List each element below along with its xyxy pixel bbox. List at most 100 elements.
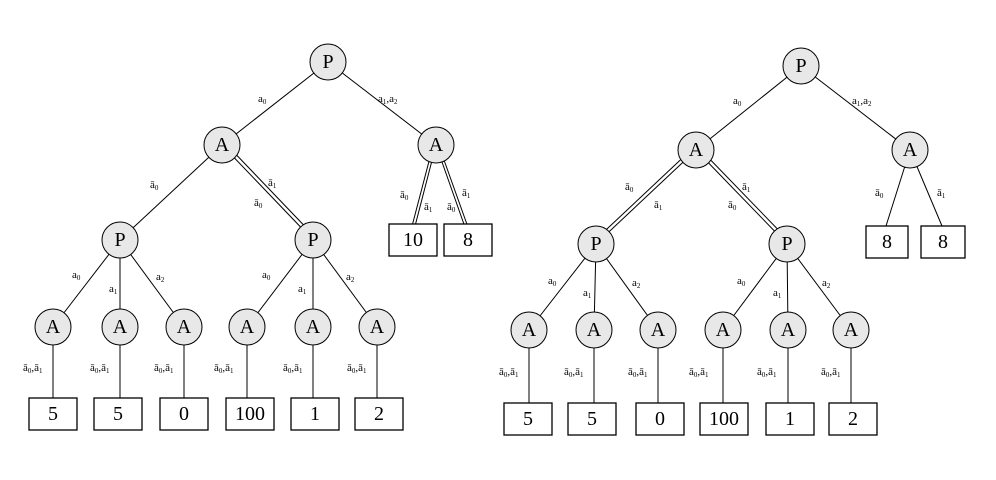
leaf-value: 8 bbox=[463, 229, 473, 251]
edge-label-r-abar0: ā0 bbox=[400, 189, 409, 202]
edge-label-leaf: ā0,ā1 bbox=[757, 366, 777, 379]
edge-label-leaf: ā0,ā1 bbox=[499, 366, 519, 379]
edge-label-p-a0: a0 bbox=[548, 275, 557, 288]
edge-label-p2-a0: a0 bbox=[737, 275, 746, 288]
leaf-value: 5 bbox=[587, 408, 597, 430]
leaf-bottom-1: 5 bbox=[93, 397, 143, 431]
node-a-l3-0: A bbox=[34, 308, 72, 346]
leaf-bottom-0: 5 bbox=[28, 397, 78, 431]
node-p-left: P bbox=[101, 221, 139, 259]
node-p-right-label: P bbox=[781, 233, 792, 255]
node-label: A bbox=[844, 319, 859, 341]
edge-label-p2-a2: a2 bbox=[822, 277, 831, 290]
left-tree: P A A P P A A A A A A 10 8 bbox=[23, 43, 493, 431]
node-a-l3-2: A bbox=[165, 308, 203, 346]
node-label: A bbox=[370, 316, 385, 338]
leaf-bottom-5: 2 bbox=[828, 402, 878, 436]
edge-a-to-p-right-double bbox=[699, 148, 792, 244]
node-label: A bbox=[46, 316, 61, 338]
edge-label-abar0: ā0 bbox=[625, 181, 634, 194]
leaf-value: 8 bbox=[882, 231, 892, 253]
edge-label-p-a0: a0 bbox=[72, 269, 81, 282]
edge-label-leaf: ā0,ā1 bbox=[347, 362, 367, 375]
edge-label-p-a1: a1 bbox=[583, 287, 592, 300]
edge-label-r-abar1: ā1 bbox=[937, 187, 946, 200]
edge-label-a0: a0 bbox=[733, 95, 742, 108]
leaf-bottom-4: 1 bbox=[290, 397, 340, 431]
leaf-value: 0 bbox=[179, 403, 189, 425]
leaf-8b: 8 bbox=[920, 225, 966, 259]
edge-label-abar1: ā1 bbox=[654, 199, 663, 212]
edge-root-to-a-right bbox=[327, 61, 437, 146]
edge-label-a1a2: a1,a2 bbox=[852, 95, 872, 108]
edge-a-to-p-left bbox=[595, 149, 697, 245]
node-a-l3-1: A bbox=[101, 308, 139, 346]
edge-label-p2-a1: a1 bbox=[298, 283, 307, 296]
leaf-8a: 8 bbox=[865, 225, 909, 259]
node-a-right-label: A bbox=[903, 139, 918, 161]
leaf-bottom-3: 100 bbox=[225, 397, 275, 431]
node-label: A bbox=[113, 316, 128, 338]
node-label: A bbox=[587, 319, 602, 341]
node-a-left-label: A bbox=[689, 139, 704, 161]
edge-label-r-abar0: ā0 bbox=[875, 187, 884, 200]
edge-label-a0: a0 bbox=[258, 93, 267, 106]
leaf-value: 5 bbox=[113, 403, 123, 425]
node-a-right: A bbox=[417, 126, 455, 164]
leaf-bottom-2: 0 bbox=[159, 397, 209, 431]
node-label: A bbox=[240, 316, 255, 338]
edge-label-leaf: ā0,ā1 bbox=[154, 362, 174, 375]
leaf-bottom-1: 5 bbox=[567, 402, 617, 436]
leaf-value: 100 bbox=[235, 403, 265, 425]
edge-label-leaf: ā0,ā1 bbox=[214, 362, 234, 375]
edge-root-to-a-left bbox=[695, 65, 802, 151]
leaf-bottom-2: 0 bbox=[635, 402, 685, 436]
edge-label-p2-a0: a0 bbox=[262, 269, 271, 282]
leaf-value: 5 bbox=[48, 403, 58, 425]
leaf-value: 8 bbox=[938, 231, 948, 253]
right-tree: P A A P P A A A A A A 8 8 5 5 0 100 1 2 … bbox=[499, 47, 966, 436]
node-p-left: P bbox=[577, 225, 615, 263]
edge-label-r-abar1b: ā1 bbox=[462, 187, 471, 200]
node-root: P bbox=[309, 43, 347, 81]
node-root: P bbox=[782, 47, 820, 85]
node-a-left-label: A bbox=[215, 134, 230, 156]
node-p-right: P bbox=[294, 221, 332, 259]
edge-label-abar1: ā1 bbox=[268, 177, 277, 190]
edge-a-to-p-left bbox=[119, 144, 223, 241]
node-label: A bbox=[781, 319, 796, 341]
edge-label-leaf: ā0,ā1 bbox=[283, 362, 303, 375]
edge-label-p-a1: a1 bbox=[109, 283, 118, 296]
node-a-l3-4: A bbox=[769, 311, 807, 349]
node-a-l3-5: A bbox=[358, 308, 396, 346]
node-a-l3-3: A bbox=[228, 308, 266, 346]
edge-label-abar1-r: ā1 bbox=[742, 181, 751, 194]
edge-a-to-p-left-double bbox=[591, 148, 693, 244]
edge-label-p2-a2: a2 bbox=[346, 271, 355, 284]
node-a-l3-5: A bbox=[832, 311, 870, 349]
edge-label-p2-a1: a1 bbox=[773, 287, 782, 300]
node-a-l3-4: A bbox=[294, 308, 332, 346]
node-a-right-label: A bbox=[429, 134, 444, 156]
node-p-right: P bbox=[768, 225, 806, 263]
node-p-left-label: P bbox=[590, 233, 601, 255]
leaf-bottom-5: 2 bbox=[354, 397, 404, 431]
edge-label-leaf: ā0,ā1 bbox=[628, 366, 648, 379]
node-a-l3-0: A bbox=[510, 311, 548, 349]
edge-label-leaf: ā0,ā1 bbox=[90, 362, 110, 375]
node-label: A bbox=[651, 319, 666, 341]
leaf-bottom-3: 100 bbox=[699, 402, 749, 436]
node-a-l3-3: A bbox=[704, 311, 742, 349]
node-a-right: A bbox=[891, 131, 929, 169]
edge-label-leaf: ā0,ā1 bbox=[23, 362, 43, 375]
leaf-value: 100 bbox=[709, 408, 739, 430]
node-a-l3-2: A bbox=[639, 311, 677, 349]
leaf-8: 8 bbox=[443, 223, 493, 257]
leaf-value: 1 bbox=[310, 403, 320, 425]
node-a-left: A bbox=[677, 131, 715, 169]
node-label: A bbox=[716, 319, 731, 341]
leaf-10: 10 bbox=[388, 223, 438, 257]
node-a-left: A bbox=[203, 126, 241, 164]
leaf-value: 5 bbox=[523, 408, 533, 430]
edge-label-abar0: ā0 bbox=[150, 179, 159, 192]
